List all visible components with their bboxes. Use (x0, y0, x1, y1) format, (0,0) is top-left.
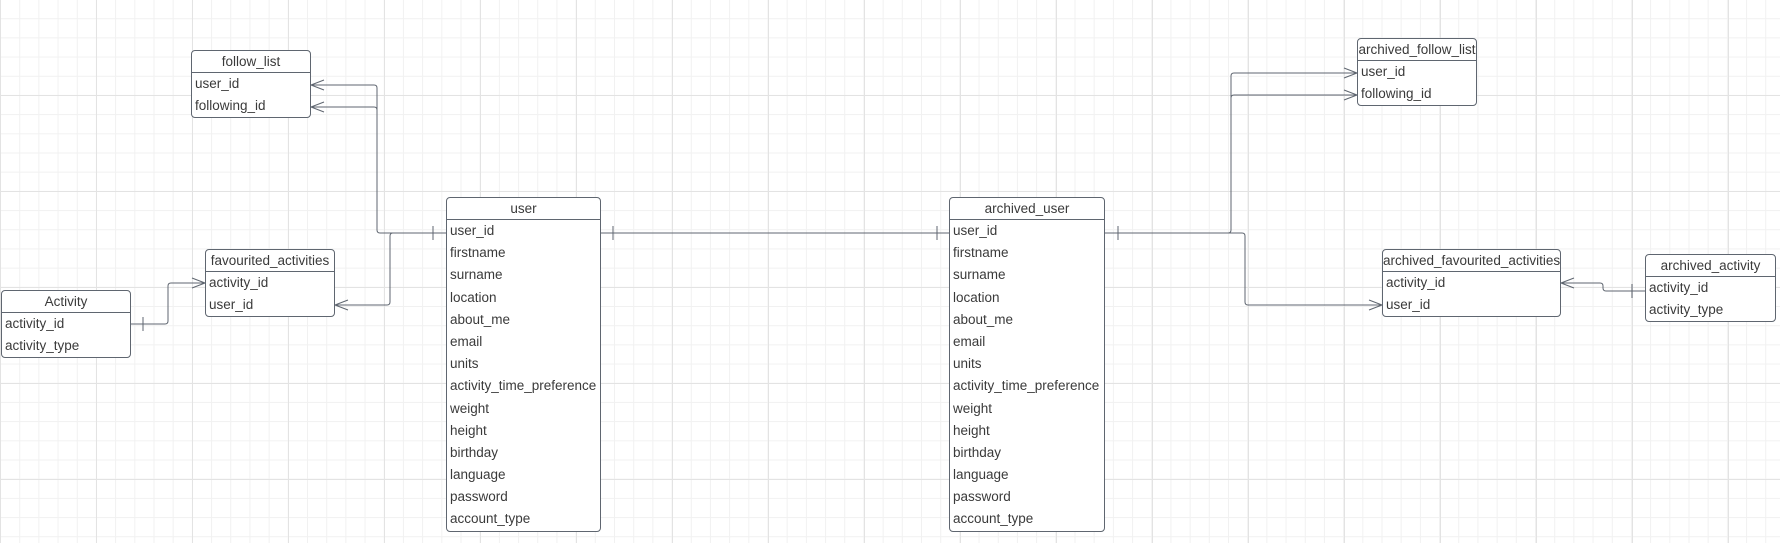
entity-archived-favourited-activities[interactable]: archived_favourited_activities activity_… (1382, 249, 1561, 317)
field-user-id[interactable]: user_id (450, 223, 495, 238)
field-account-type[interactable]: account_type (450, 511, 531, 527)
entity-title: follow_list (192, 51, 310, 73)
crowfoot-icon (1343, 89, 1358, 101)
field-account-type[interactable]: account_type (953, 511, 1034, 527)
entity-archived-follow-list[interactable]: archived_follow_list user_id following_i… (1357, 38, 1477, 106)
field-language[interactable]: language (953, 467, 1009, 483)
field-activity-id[interactable]: activity_id (209, 275, 269, 290)
field-firstname[interactable]: firstname (450, 245, 506, 261)
field-activity-type[interactable]: activity_type (5, 338, 80, 354)
connector-archived-fav-user-id[interactable] (1228, 232, 1382, 306)
field-birthday[interactable]: birthday (450, 444, 499, 460)
field-units[interactable]: units (953, 356, 982, 372)
field-password[interactable]: password (953, 489, 1011, 505)
crowfoot-icon (1343, 67, 1358, 79)
field-email[interactable]: email (953, 333, 986, 349)
connector-favourited-user-id[interactable] (335, 232, 394, 306)
field-firstname[interactable]: firstname (953, 245, 1009, 261)
field-user-id[interactable]: user_id (195, 76, 240, 91)
field-activity-id[interactable]: activity_id (1386, 275, 1446, 290)
crowfoot-icon (310, 79, 325, 91)
field-height[interactable]: height (953, 422, 990, 438)
field-location[interactable]: location (953, 289, 1000, 305)
field-weight[interactable]: weight (953, 400, 993, 416)
crowfoot-icon (334, 299, 349, 311)
crowfoot-icon (1368, 299, 1383, 311)
entity-archived-activity[interactable]: archived_activity activity_id activity_t… (1645, 254, 1776, 322)
entity-activity[interactable]: Activity activity_id activity_type (1, 290, 131, 358)
field-about-me[interactable]: about_me (450, 311, 511, 327)
field-user-id[interactable]: user_id (209, 297, 254, 313)
field-password[interactable]: password (450, 489, 508, 505)
field-birthday[interactable]: birthday (953, 444, 1002, 460)
connector-archived-follow-following-id[interactable] (1230, 94, 1357, 230)
crowfoot-icon (191, 277, 206, 289)
entity-user[interactable]: user user_id firstname surname location … (446, 197, 601, 532)
field-activity-type[interactable]: activity_type (1649, 302, 1724, 318)
field-height[interactable]: height (450, 422, 487, 438)
entity-archived-user[interactable]: archived_user user_id firstname surname … (949, 197, 1105, 532)
entity-title: user (447, 198, 600, 220)
field-activity-time-preference[interactable]: activity_time_preference (450, 378, 597, 394)
entity-favourited-activities[interactable]: favourited_activities activity_id user_i… (205, 249, 335, 317)
field-following-id[interactable]: following_id (1361, 86, 1432, 102)
field-language[interactable]: language (450, 467, 506, 483)
one-markers (142, 226, 1633, 331)
field-user-id[interactable]: user_id (1361, 64, 1406, 79)
entity-title: favourited_activities (206, 250, 334, 272)
entity-title: Activity (2, 291, 130, 313)
field-about-me[interactable]: about_me (953, 311, 1014, 327)
field-email[interactable]: email (450, 333, 483, 349)
field-surname[interactable]: surname (450, 267, 503, 283)
field-user-id[interactable]: user_id (953, 223, 998, 238)
entity-title: archived_follow_list (1358, 39, 1476, 61)
field-activity-time-preference[interactable]: activity_time_preference (953, 378, 1100, 394)
entity-follow-list[interactable]: follow_list user_id following_id (191, 50, 311, 118)
connector-archived-fav-activity[interactable] (1561, 282, 1645, 292)
entity-title: archived_favourited_activities (1383, 250, 1560, 272)
crowfoot-icon (310, 101, 325, 113)
crowfoot-icon (1560, 277, 1575, 289)
entity-title: archived_activity (1646, 255, 1775, 277)
connector-follow-list-following-id[interactable] (311, 106, 378, 230)
field-surname[interactable]: surname (953, 267, 1006, 283)
field-weight[interactable]: weight (450, 400, 490, 416)
field-location[interactable]: location (450, 289, 497, 305)
field-following-id[interactable]: following_id (195, 98, 266, 114)
crowfoot-markers (191, 67, 1575, 311)
field-activity-id[interactable]: activity_id (5, 316, 65, 331)
field-user-id[interactable]: user_id (1386, 297, 1431, 313)
field-units[interactable]: units (450, 356, 479, 372)
connector-favourited-activity[interactable] (131, 282, 205, 325)
field-activity-id[interactable]: activity_id (1649, 280, 1709, 295)
entity-title: archived_user (950, 198, 1104, 220)
